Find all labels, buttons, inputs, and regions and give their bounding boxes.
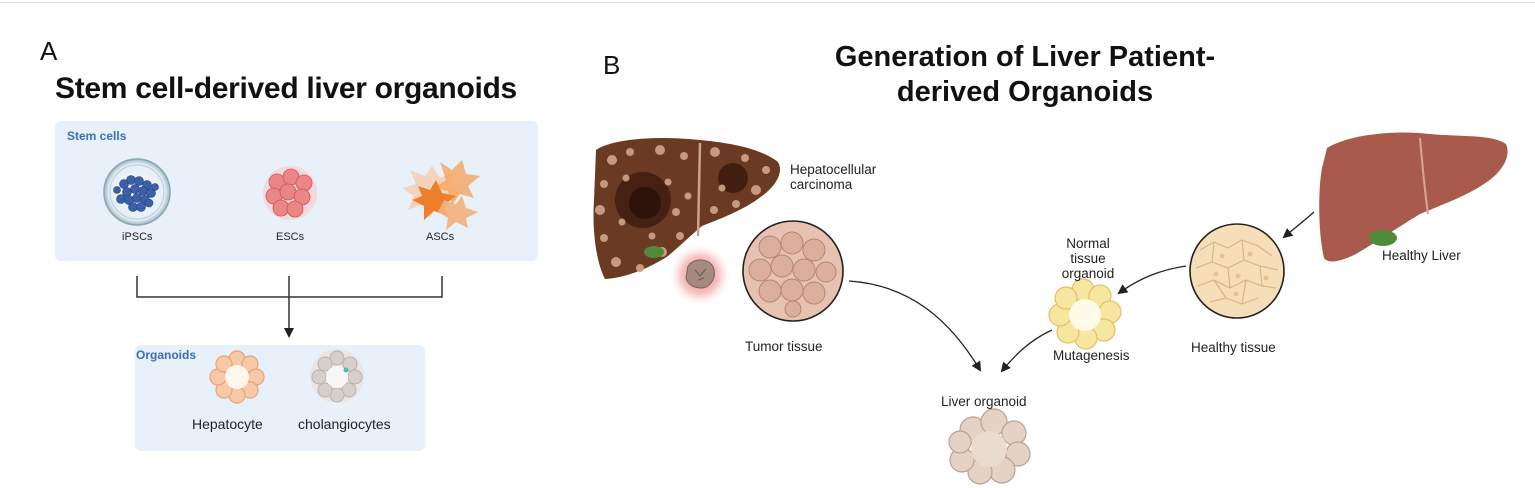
panel-a-title: Stem cell-derived liver organoids bbox=[55, 72, 517, 105]
hcc-label: Hepatocellular carcinoma bbox=[790, 162, 876, 192]
normal-organoid-label-line2: tissue bbox=[1070, 251, 1106, 266]
panel-b-title-line1: Generation of Liver Patient- bbox=[834, 41, 1216, 73]
hcc-label-line1: Hepatocellular bbox=[790, 162, 877, 177]
liver-organoid-icon bbox=[948, 408, 1031, 485]
hepatocellular-carcinoma-liver-icon bbox=[593, 138, 781, 279]
panel-b-letter: B bbox=[603, 50, 621, 80]
panel-b-title-line2: derived Organoids bbox=[896, 76, 1154, 108]
panel-a-letter: A bbox=[40, 36, 58, 66]
organoid-label-hepatocyte: Hepatocyte bbox=[192, 416, 263, 432]
healthy-tissue-icon bbox=[1189, 223, 1285, 319]
liver-organoid-label: Liver organoid bbox=[941, 394, 1027, 409]
stem-cell-label-asc: ASCs bbox=[426, 231, 455, 243]
tumor-biopsy-icon bbox=[668, 243, 732, 307]
hepatocyte-organoid-icon bbox=[209, 350, 265, 404]
organoid-label-cholangiocytes: cholangiocytes bbox=[298, 416, 391, 432]
esc-cluster-icon bbox=[263, 166, 317, 220]
asc-cells-icon bbox=[402, 160, 480, 230]
top-divider bbox=[0, 2, 1535, 3]
normal-organoid-label-line3: organoid bbox=[1061, 266, 1115, 281]
tumor-tissue-label: Tumor tissue bbox=[745, 339, 823, 354]
normal-tissue-organoid-icon bbox=[1048, 278, 1122, 350]
ipsc-dish-icon bbox=[103, 158, 171, 226]
stem-cell-label-ipsc: iPSCs bbox=[122, 231, 153, 243]
mutagenesis-label: Mutagenesis bbox=[1053, 348, 1130, 363]
hcc-label-line2: carcinoma bbox=[790, 177, 853, 192]
normal-organoid-label: Normal tissue organoid bbox=[1058, 236, 1118, 281]
organoids-box bbox=[135, 345, 425, 451]
organoids-box-label: Organoids bbox=[136, 348, 197, 362]
flow-arrows bbox=[848, 211, 1315, 373]
merge-bracket bbox=[136, 276, 443, 338]
stem-cells-box-label: Stem cells bbox=[67, 129, 127, 143]
stem-cell-label-esc: ESCs bbox=[276, 231, 305, 243]
tumor-tissue-icon bbox=[742, 220, 844, 322]
healthy-tissue-label: Healthy tissue bbox=[1191, 340, 1276, 355]
panel-b-title: Generation of Liver Patient- derived Org… bbox=[800, 40, 1250, 110]
healthy-liver-label: Healthy Liver bbox=[1382, 248, 1461, 263]
cholangiocyte-organoid-icon bbox=[310, 349, 364, 403]
normal-organoid-label-line1: Normal bbox=[1066, 236, 1110, 251]
healthy-liver-icon bbox=[1319, 132, 1508, 262]
